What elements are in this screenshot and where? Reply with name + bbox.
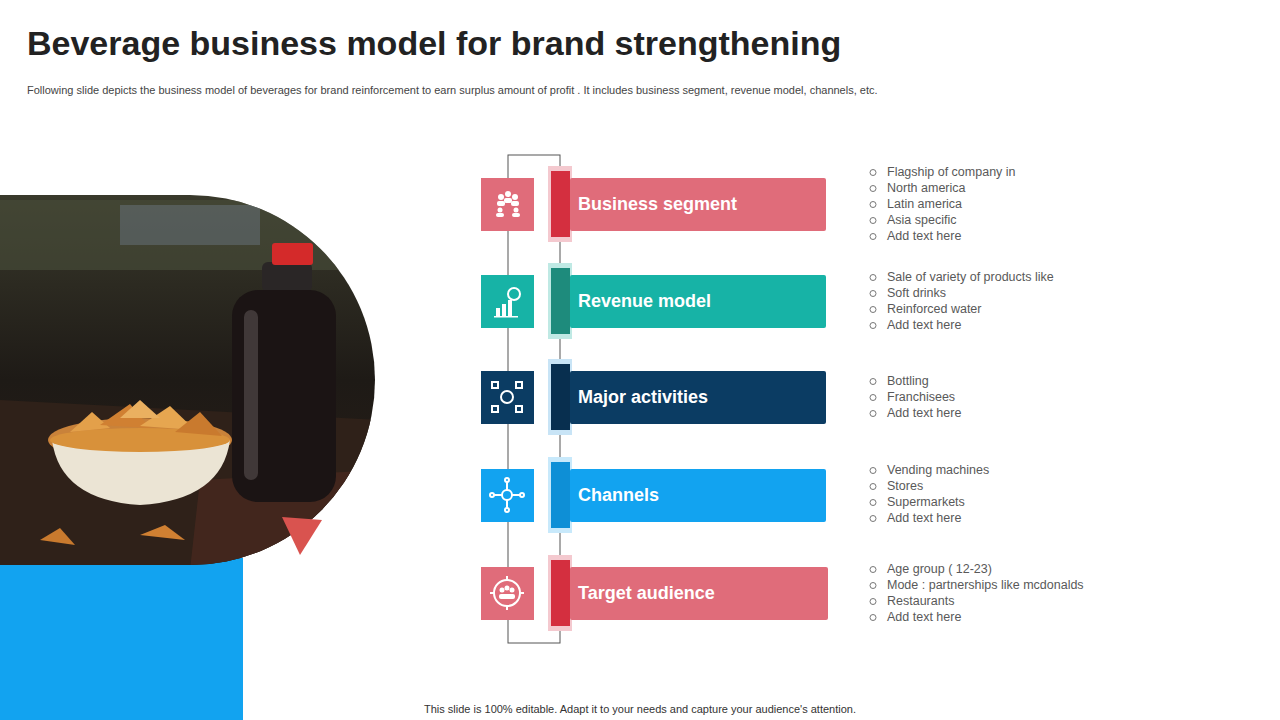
segment-bar: Revenue model bbox=[570, 275, 826, 328]
bullet-text: North america bbox=[887, 180, 966, 196]
bullet-text: Add text here bbox=[887, 609, 961, 625]
bar-heading: Target audience bbox=[578, 583, 715, 604]
bullet-text: Add text here bbox=[887, 228, 961, 244]
segment-bar: Major activities bbox=[570, 371, 826, 424]
bar-heading: Business segment bbox=[578, 194, 737, 215]
footer-note: This slide is 100% editable. Adapt it to… bbox=[0, 701, 1280, 717]
bullet-text: Mode : partnerships like mcdonalds bbox=[887, 577, 1084, 593]
segment-bar: Target audience bbox=[570, 567, 828, 620]
bullet-marker bbox=[870, 468, 876, 474]
bullet-text: Soft drinks bbox=[887, 285, 946, 301]
bullet-marker bbox=[870, 395, 876, 401]
bullet-marker bbox=[870, 202, 876, 208]
bullet-text: Add text here bbox=[887, 405, 961, 421]
accent-strips bbox=[548, 166, 572, 631]
bullet-marker bbox=[870, 615, 876, 621]
bullet-marker bbox=[870, 170, 876, 176]
bullet-text: Add text here bbox=[887, 510, 961, 526]
slide-title: Beverage business model for brand streng… bbox=[27, 24, 841, 63]
bullet-marker bbox=[870, 516, 876, 522]
bullet-text: Franchisees bbox=[887, 389, 955, 405]
bullet-marker bbox=[870, 234, 876, 240]
bullet-text: Add text here bbox=[887, 317, 961, 333]
bullet-marker bbox=[870, 567, 876, 573]
segment-bar: Channels bbox=[570, 469, 826, 522]
bullet-text: Flagship of company in bbox=[887, 164, 1016, 180]
bullet-text: Bottling bbox=[887, 373, 929, 389]
photo bbox=[0, 190, 380, 570]
blue-panel bbox=[0, 558, 243, 720]
bullet-text: Supermarkets bbox=[887, 494, 965, 510]
bullet-text: Stores bbox=[887, 478, 923, 494]
bullet-marker bbox=[870, 323, 876, 329]
bullet-marker bbox=[870, 379, 876, 385]
segment-bar: Business segment bbox=[570, 178, 826, 231]
bullet-text: Vending machines bbox=[887, 462, 989, 478]
bar-heading: Channels bbox=[578, 485, 659, 506]
icon-tiles bbox=[481, 178, 534, 620]
bar-heading: Revenue model bbox=[578, 291, 711, 312]
subtitle: Following slide depicts the business mod… bbox=[27, 82, 878, 98]
bullet-marker bbox=[870, 275, 876, 281]
bullet-text: Age group ( 12-23) bbox=[887, 561, 992, 577]
bullet-marker bbox=[870, 599, 876, 605]
bullet-text: Asia specific bbox=[887, 212, 956, 228]
accent-triangle bbox=[282, 517, 322, 555]
bullet-marker bbox=[870, 218, 876, 224]
bullet-text: Reinforced water bbox=[887, 301, 982, 317]
bullet-text: Sale of variety of products like bbox=[887, 269, 1054, 285]
bullet-marker bbox=[870, 307, 876, 313]
bullet-marker bbox=[870, 500, 876, 506]
bullet-text: Latin america bbox=[887, 196, 962, 212]
bullet-marker bbox=[870, 291, 876, 297]
bullet-text: Restaurants bbox=[887, 593, 954, 609]
bullet-marker bbox=[870, 411, 876, 417]
bar-heading: Major activities bbox=[578, 387, 708, 408]
bullet-marker bbox=[870, 186, 876, 192]
bullet-marker bbox=[870, 484, 876, 490]
bullet-marker bbox=[870, 583, 876, 589]
